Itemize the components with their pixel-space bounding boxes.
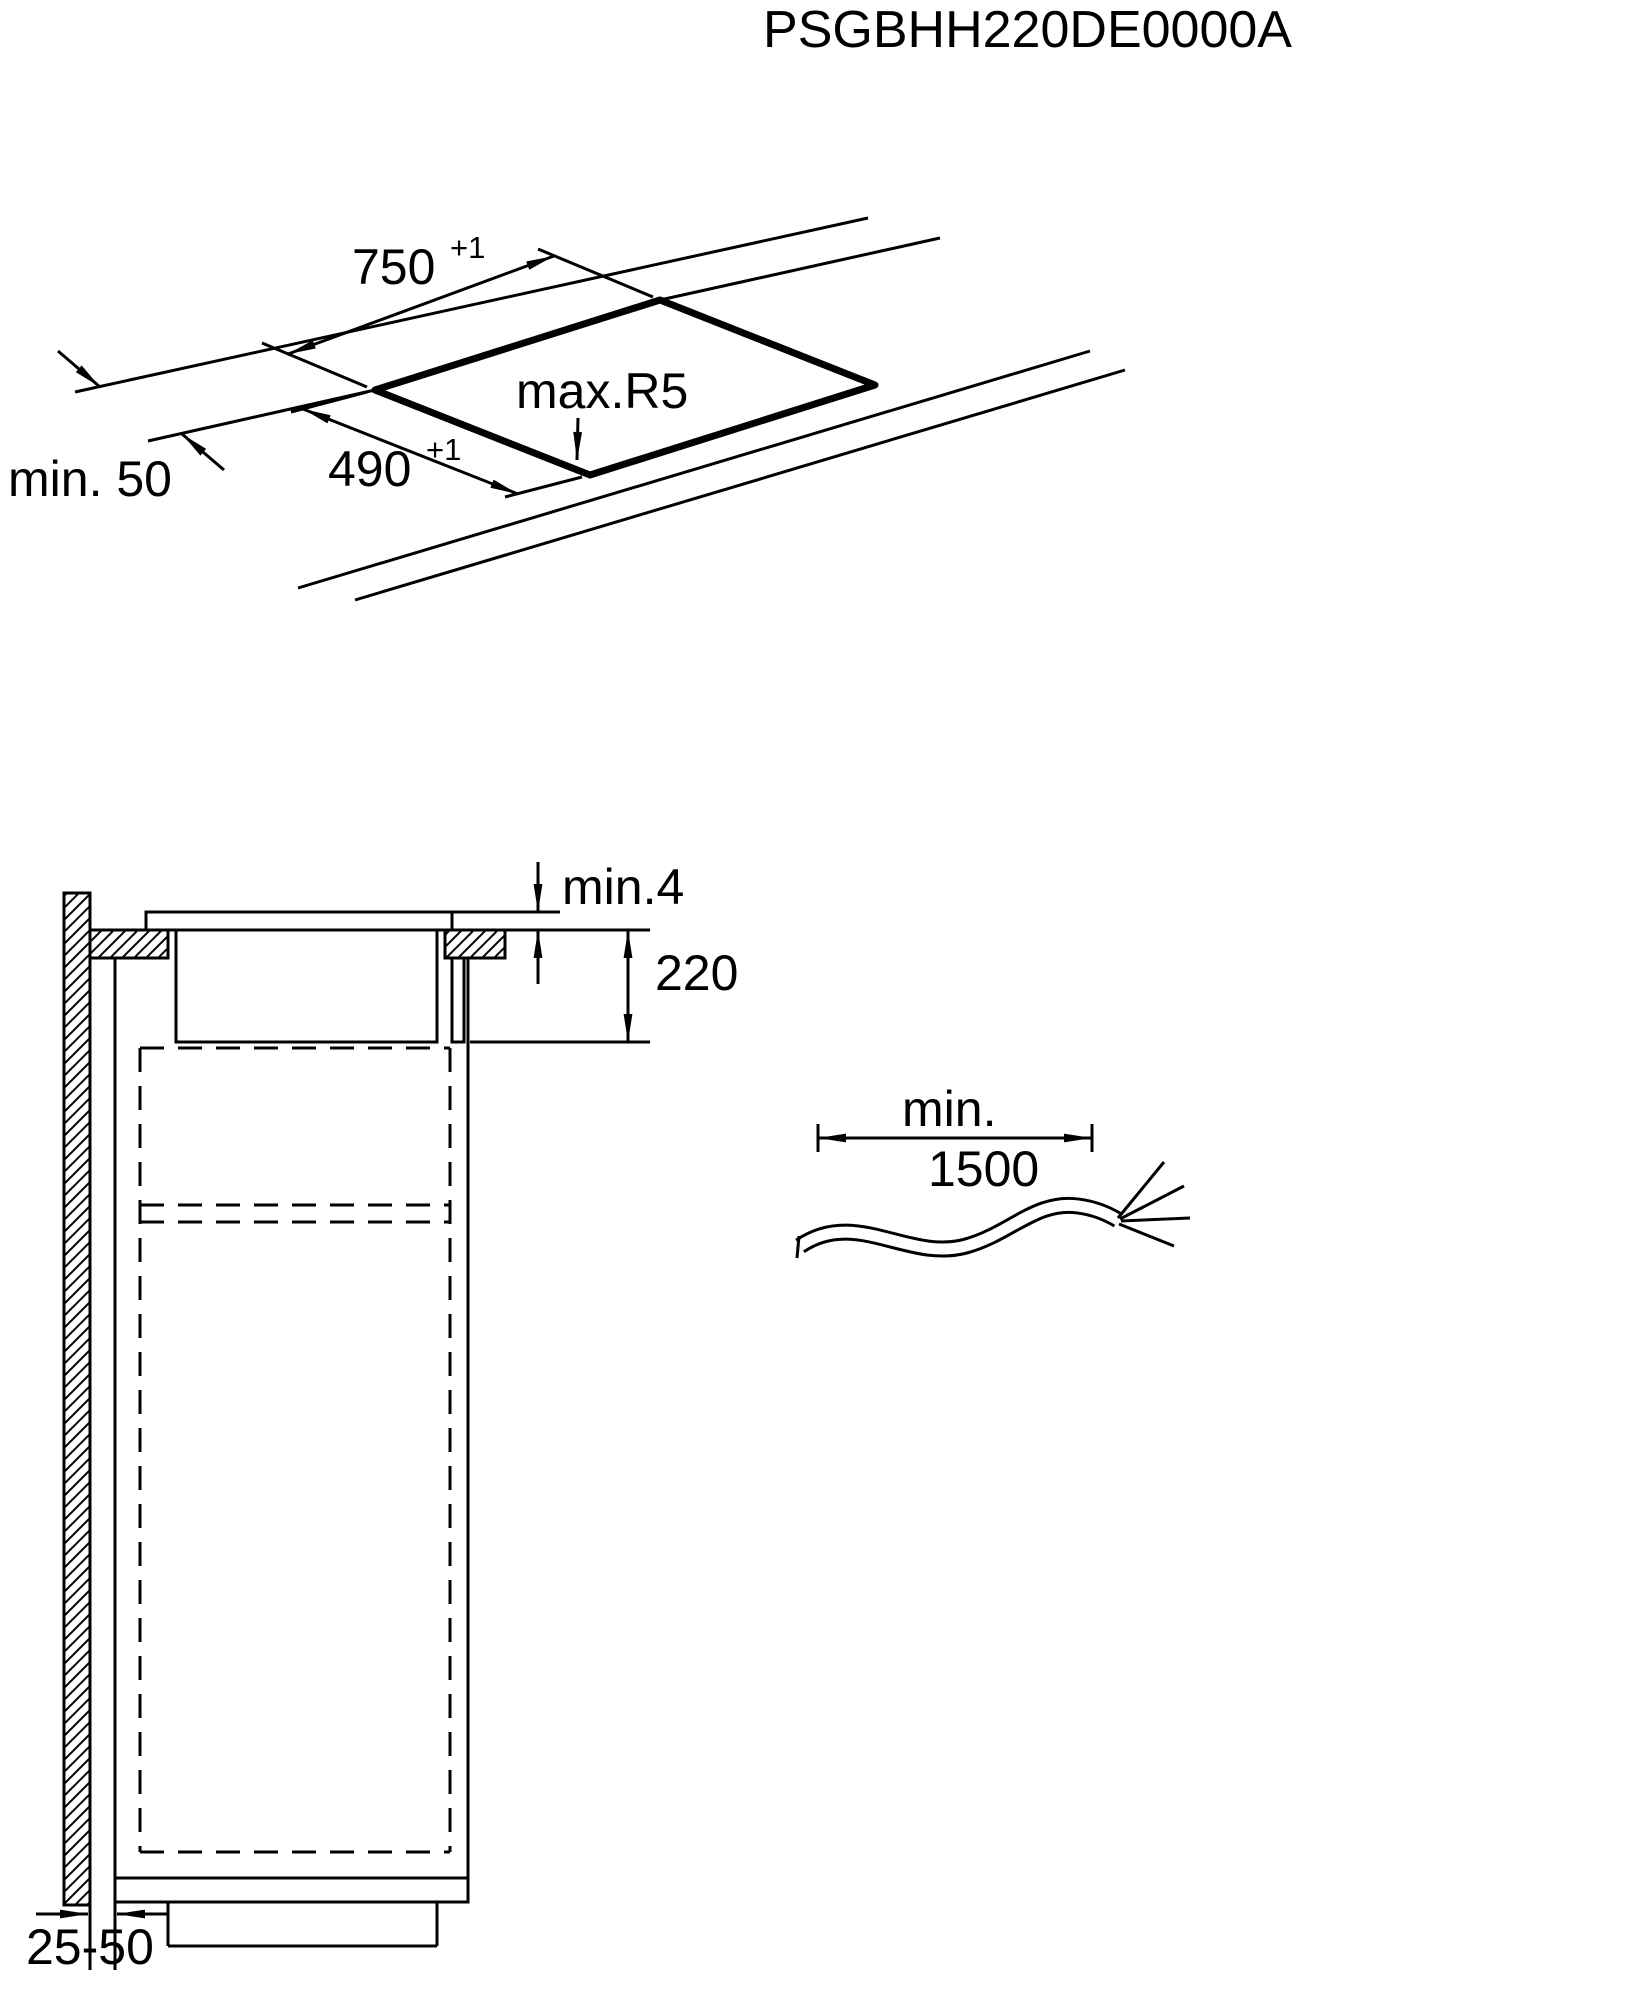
dim-cutout-width: 750 +1 bbox=[261, 230, 654, 389]
wall-clearance-label: 25-50 bbox=[26, 1919, 154, 1975]
corner-radius-label: max.R5 bbox=[516, 363, 688, 419]
rear-clearance-arrow-lower bbox=[181, 432, 225, 472]
worktop-section-right bbox=[443, 928, 507, 960]
extension-line bbox=[290, 390, 368, 414]
cutout-outline bbox=[371, 296, 879, 479]
dim-installation-depth: 220 bbox=[470, 930, 738, 1044]
rear-clearance-label: min. 50 bbox=[8, 451, 172, 507]
worktop-cutout-top-view: 750 +1 490 +1 max.R5 min. 50 bbox=[8, 216, 1126, 602]
extension-line bbox=[261, 341, 368, 389]
corner-radius-callout: max.R5 bbox=[516, 363, 688, 461]
dimension-line bbox=[287, 254, 555, 356]
dimension-line bbox=[302, 407, 519, 496]
dim-top-gap: min.4 bbox=[452, 859, 684, 984]
wire-strand bbox=[1116, 1161, 1166, 1219]
corner-radius-arrow bbox=[573, 417, 583, 461]
cable-body-inner bbox=[796, 1199, 1121, 1255]
cutout-depth-tolerance: +1 bbox=[426, 432, 461, 467]
cabinet-section-view: min.4 220 25-50 bbox=[26, 859, 738, 1975]
hob-glass-section bbox=[144, 910, 454, 932]
top-gap-label: min.4 bbox=[562, 859, 684, 915]
power-cable-diagram: min. 1500 bbox=[795, 1081, 1191, 1259]
rear-clearance-arrow-upper bbox=[57, 349, 101, 389]
worktop-rear-inner-edge-right bbox=[659, 236, 941, 302]
extension-line bbox=[537, 247, 654, 299]
cable-end-cap bbox=[795, 1235, 801, 1259]
cabinet-carcass bbox=[113, 958, 470, 1948]
rear-clearance-callout: min. 50 bbox=[8, 349, 225, 507]
dim-cutout-depth: 490 +1 bbox=[290, 390, 583, 499]
cutout-depth-label: 490 bbox=[328, 441, 411, 497]
installation-depth-label: 220 bbox=[655, 945, 738, 1001]
dim-cable-length: min. 1500 bbox=[816, 1081, 1094, 1197]
cable-length-prefix-label: min. bbox=[902, 1081, 996, 1137]
wire-strand bbox=[1119, 1184, 1185, 1221]
cable-stripped-wires bbox=[1116, 1161, 1191, 1248]
cable-length-value-label: 1500 bbox=[928, 1141, 1039, 1197]
cabinet-bottom-panel bbox=[113, 1876, 470, 1904]
worktop-front-edge-top bbox=[297, 349, 1091, 590]
cutout-width-tolerance: +1 bbox=[450, 230, 485, 265]
hob-housing-section bbox=[174, 928, 439, 1044]
cabinet-side-rail bbox=[450, 956, 466, 1044]
drawing-number: PSGBHH220DE0000A bbox=[763, 1, 1292, 59]
wire-strand bbox=[1118, 1222, 1175, 1248]
wire-strand bbox=[1120, 1216, 1191, 1223]
worktop-section-left bbox=[88, 928, 170, 960]
dim-wall-clearance: 25-50 bbox=[26, 1882, 168, 1975]
worktop-front-edge-bottom bbox=[354, 368, 1126, 602]
cutout-width-label: 750 bbox=[352, 239, 435, 295]
wall-section bbox=[62, 891, 92, 1907]
